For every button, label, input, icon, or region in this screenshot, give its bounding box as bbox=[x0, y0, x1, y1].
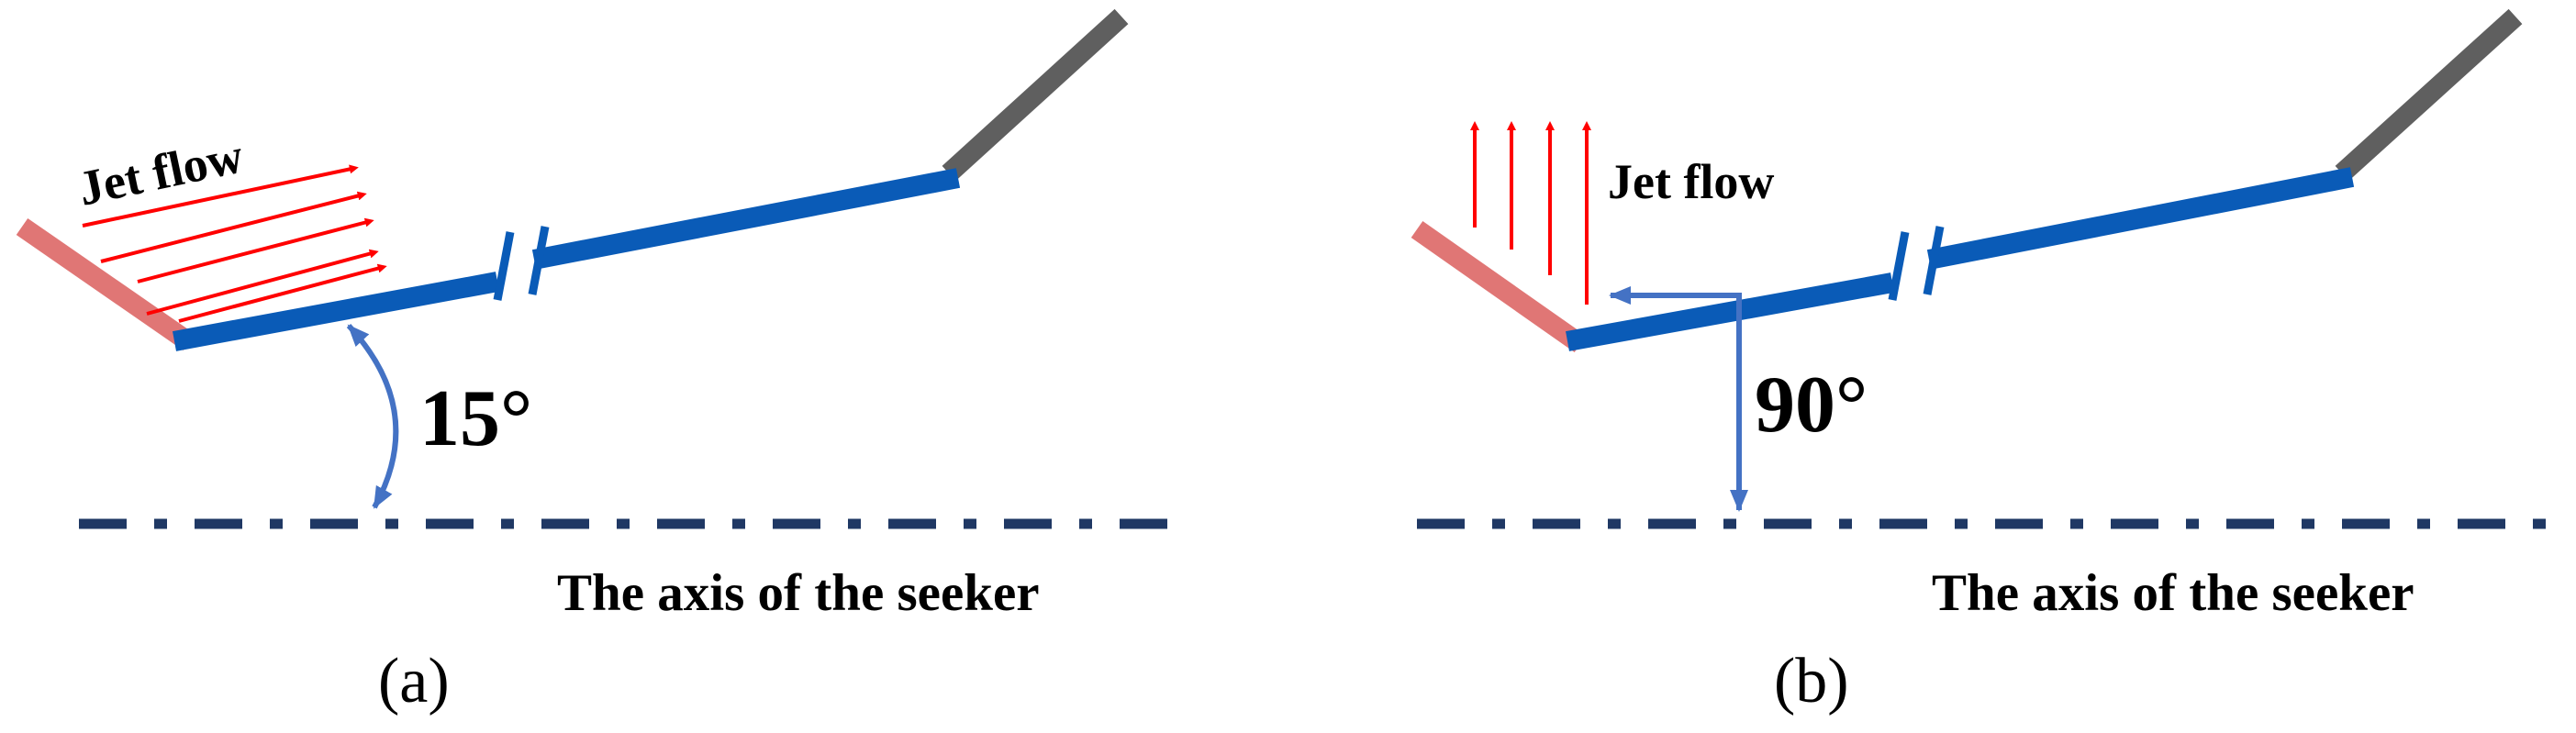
panel-b: Jet flow 90° The axis of the seeker (b) bbox=[1411, 8, 2565, 716]
break-mark bbox=[1888, 231, 1910, 301]
panel-caption: (a) bbox=[378, 646, 450, 716]
jet-flow-label: Jet flow bbox=[73, 128, 248, 216]
right-angle-arrow-icon bbox=[1609, 286, 1748, 512]
break-mark bbox=[1923, 226, 1945, 295]
panel-a: Jet flow 15° The axis of the seeker (a) bbox=[16, 8, 1184, 716]
angle-label: 15° bbox=[419, 374, 532, 463]
break-mark bbox=[528, 226, 550, 295]
seeker-axis-label: The axis of the seeker bbox=[1932, 564, 2414, 622]
angle-label: 90° bbox=[1755, 361, 1868, 450]
panel-caption: (b) bbox=[1774, 646, 1849, 716]
fin-leading-edge bbox=[1411, 220, 1587, 353]
jet-flow-label: Jet flow bbox=[1608, 154, 1774, 209]
jet-arrow-icon bbox=[1470, 121, 1591, 305]
fin-tip-segment bbox=[2335, 8, 2523, 182]
break-mark bbox=[493, 231, 515, 301]
fin-leading-edge bbox=[16, 217, 195, 351]
fin-tip-segment bbox=[942, 8, 1129, 182]
seeker-axis-label: The axis of the seeker bbox=[557, 564, 1040, 622]
curved-double-arrow-icon bbox=[346, 323, 399, 509]
jet-arrow-icon bbox=[82, 164, 387, 323]
fin-body bbox=[173, 168, 961, 351]
